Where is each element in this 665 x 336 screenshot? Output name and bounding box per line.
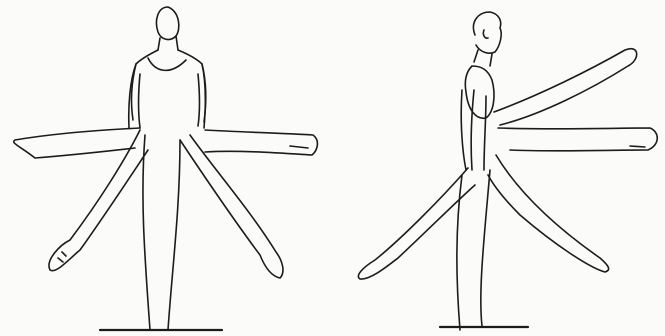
leg-back-horizontal xyxy=(498,128,657,151)
leg-back-high xyxy=(494,49,637,125)
front-view-figure xyxy=(14,7,318,330)
head xyxy=(156,7,178,39)
neck xyxy=(158,36,178,50)
leg-diagonal-left xyxy=(49,130,148,271)
standing-leg xyxy=(143,135,180,330)
ear xyxy=(483,30,488,38)
standing-leg xyxy=(457,170,490,330)
back-line xyxy=(461,90,466,170)
leg-back-low xyxy=(488,155,609,272)
arm xyxy=(471,90,486,170)
leg-diagonal-right xyxy=(180,135,283,278)
arm-right xyxy=(198,64,205,128)
leg-side-left xyxy=(14,128,140,158)
shoulder-torso xyxy=(465,66,494,118)
leg-side-right xyxy=(205,130,317,155)
shoulders-torso-outline xyxy=(132,50,206,122)
side-view-figure xyxy=(358,12,657,330)
leotard-neckline xyxy=(148,58,186,70)
head xyxy=(473,12,501,53)
